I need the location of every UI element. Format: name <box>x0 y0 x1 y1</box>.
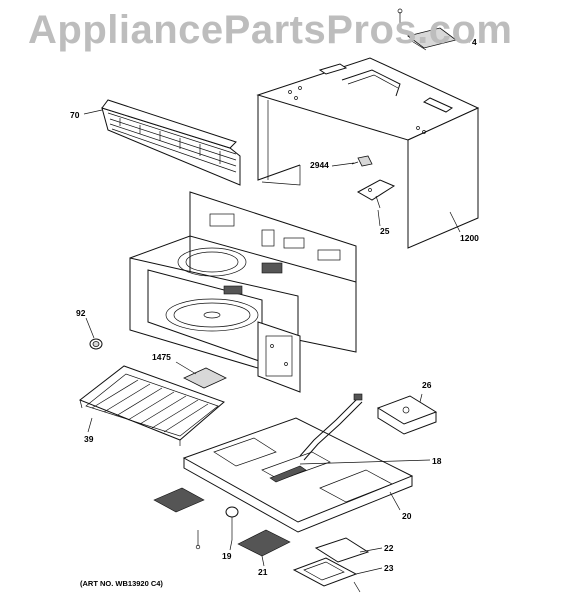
mounting-bracket <box>356 179 396 209</box>
leader-lines <box>83 39 471 575</box>
callout-2944: 2944 <box>310 160 329 170</box>
oven-rack <box>79 365 225 446</box>
callout-4: 4 <box>472 37 477 47</box>
callout-39: 39 <box>84 434 94 444</box>
grease-filter-left <box>153 487 205 513</box>
callout-1200: 1200 <box>460 233 479 243</box>
top-bracket <box>397 8 457 51</box>
switch-part <box>351 155 373 167</box>
callout-26: 26 <box>422 380 432 390</box>
screw <box>195 530 201 550</box>
outer-case <box>256 57 480 249</box>
callout-25: 25 <box>380 226 390 236</box>
lens-holder <box>292 557 361 593</box>
cover <box>376 395 438 435</box>
light-lens <box>314 537 370 563</box>
pad <box>175 361 227 389</box>
callout-70: 70 <box>70 110 80 120</box>
oven-cavity <box>129 191 357 393</box>
callout-23: 23 <box>384 563 394 573</box>
callout-19: 19 <box>222 551 232 561</box>
callout-18: 18 <box>432 456 442 466</box>
bulb <box>225 506 239 540</box>
callout-22: 22 <box>384 543 394 553</box>
callout-92: 92 <box>76 308 86 318</box>
wire-harness <box>299 393 363 461</box>
callout-20: 20 <box>402 511 412 521</box>
watermark-text: AppliancePartsPros.com <box>28 8 513 52</box>
callout-1475: 1475 <box>152 352 171 362</box>
knob <box>85 317 103 350</box>
callout-21: 21 <box>258 567 268 577</box>
bottom-tray <box>182 417 414 533</box>
art-number: (ART NO. WB13920 C4) <box>80 579 163 588</box>
grease-filter-right <box>237 529 291 557</box>
vent-grille <box>101 99 241 186</box>
